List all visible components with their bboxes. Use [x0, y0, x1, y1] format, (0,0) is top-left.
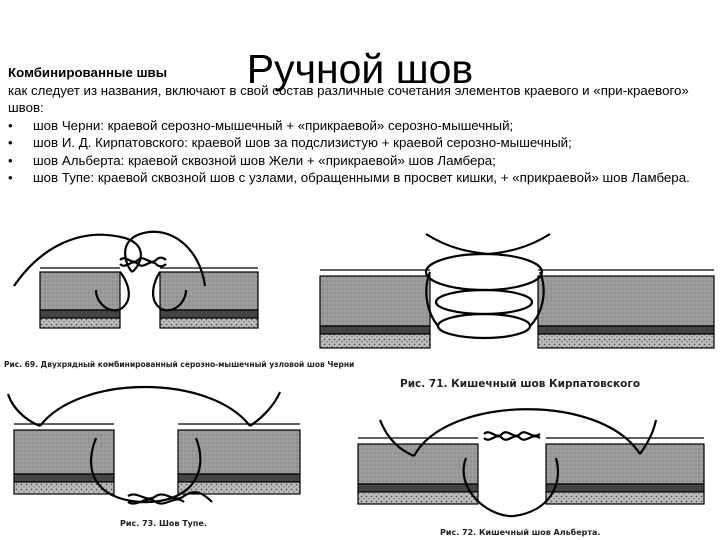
list-item-text: шов Тупе: краевой сквозной шов с узлами,…: [33, 170, 690, 185]
intro-paragraph: как следует из названия, включают в свой…: [8, 82, 689, 116]
suture-list: • шов Черни: краевой серозно-мышечный + «…: [8, 117, 712, 187]
list-item-text: шов Черни: краевой серозно-мышечный + «п…: [33, 117, 514, 133]
bullet-icon: •: [8, 152, 13, 168]
list-item: • шов Альберта: краевой сквозной шов Жели…: [8, 152, 712, 170]
figure-73-caption: Рис. 73. Шов Тупе.: [120, 519, 207, 528]
bullet-icon: •: [8, 135, 13, 150]
list-item: • шов И. Д. Кирпатовского: краевой шов за…: [8, 134, 712, 152]
bullet-icon: •: [8, 170, 13, 185]
text-content: Комбинированные швы как следует из назва…: [8, 64, 712, 187]
figure-71-kirpatovsky-suture: [319, 233, 715, 349]
list-item-text: шов Альберта: краевой сквозной шов Жели …: [33, 152, 496, 168]
list-item: • шов Тупе: краевой сквозной шов с узлами…: [8, 169, 712, 187]
figure-69-cherny-suture: [13, 230, 259, 329]
bullet-icon: •: [8, 117, 13, 133]
list-item-text: шов И. Д. Кирпатовского: краевой шов за …: [33, 135, 572, 150]
list-item: • шов Черни: краевой серозно-мышечный + «…: [8, 117, 712, 135]
figure-72-caption: Рис. 72. Кишечный шов Альберта.: [440, 528, 601, 537]
figure-71-caption: Рис. 71. Кишечный шов Кирпатовского: [400, 378, 641, 390]
figure-73-toupet-suture: [6, 386, 301, 505]
slide-title: Ручной шов: [246, 46, 474, 93]
figure-72-albert-suture: [357, 408, 705, 518]
figure-69-caption: Рис. 69. Двухрядный комбинированный серо…: [4, 360, 355, 369]
section-heading: Комбинированные швы: [8, 65, 168, 80]
